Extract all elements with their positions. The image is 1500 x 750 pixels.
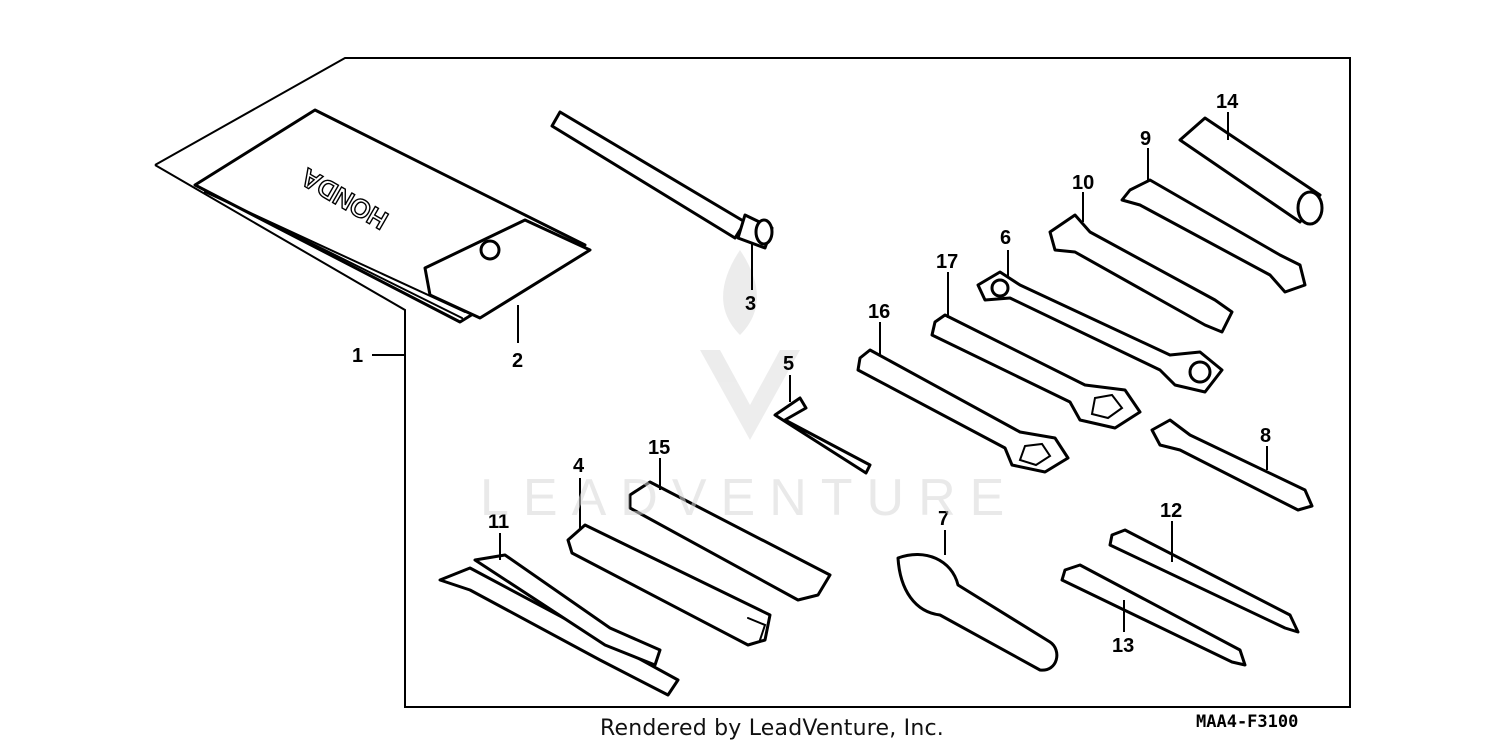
part-label-7: 7: [938, 508, 949, 530]
hex-wrench-16: [856, 348, 1070, 474]
part-label-16: 16: [868, 301, 890, 323]
part-label-11: 11: [488, 511, 509, 533]
figure-code: MAA4-F3100: [1196, 712, 1299, 732]
part-label-3: 3: [745, 293, 756, 315]
watermark-text: LEADVENTURE: [480, 469, 1019, 527]
tommy-bar: [628, 480, 832, 602]
socket-wrench: [1178, 116, 1324, 226]
open-end-wrench-10: [1048, 213, 1234, 334]
part-label-9: 9: [1140, 128, 1151, 150]
tool-pouch: HONDA: [193, 108, 592, 324]
hex-key: [773, 396, 872, 475]
frame-outline: [154, 57, 1351, 708]
c-spanner: [896, 553, 1059, 672]
part-label-13: 13: [1112, 635, 1134, 657]
part-label-12: 12: [1160, 500, 1182, 522]
part-label-5: 5: [783, 353, 794, 375]
part-label-2: 2: [512, 350, 523, 372]
screwdriver-12: [1108, 528, 1300, 634]
part-label-8: 8: [1260, 425, 1271, 447]
part-label-14: 14: [1216, 91, 1239, 113]
screwdriver-13: [1060, 563, 1247, 667]
pin-spanner-8: [1150, 418, 1314, 512]
box-wrench-6: [976, 270, 1224, 394]
watermark-logo: [700, 250, 800, 440]
extension-bar: [550, 110, 774, 250]
leader-lines: [372, 112, 1268, 632]
part-label-17: 17: [936, 251, 958, 273]
part-label-1: 1: [352, 345, 363, 367]
hex-wrench-17: [930, 313, 1142, 430]
part-labels: 1 2 3 4 5 6 7 8 9 10 11 12 13 14 15 16 1…: [352, 91, 1271, 657]
part-label-6: 6: [1000, 227, 1011, 249]
pliers: [438, 553, 680, 697]
footer-credit: Rendered by LeadVenture, Inc.: [600, 716, 944, 741]
spark-plug-wrench: [566, 523, 772, 647]
part-label-4: 4: [573, 455, 585, 477]
open-end-wrench-9: [1120, 178, 1307, 294]
part-label-10: 10: [1072, 172, 1094, 194]
part-label-15: 15: [648, 437, 670, 459]
